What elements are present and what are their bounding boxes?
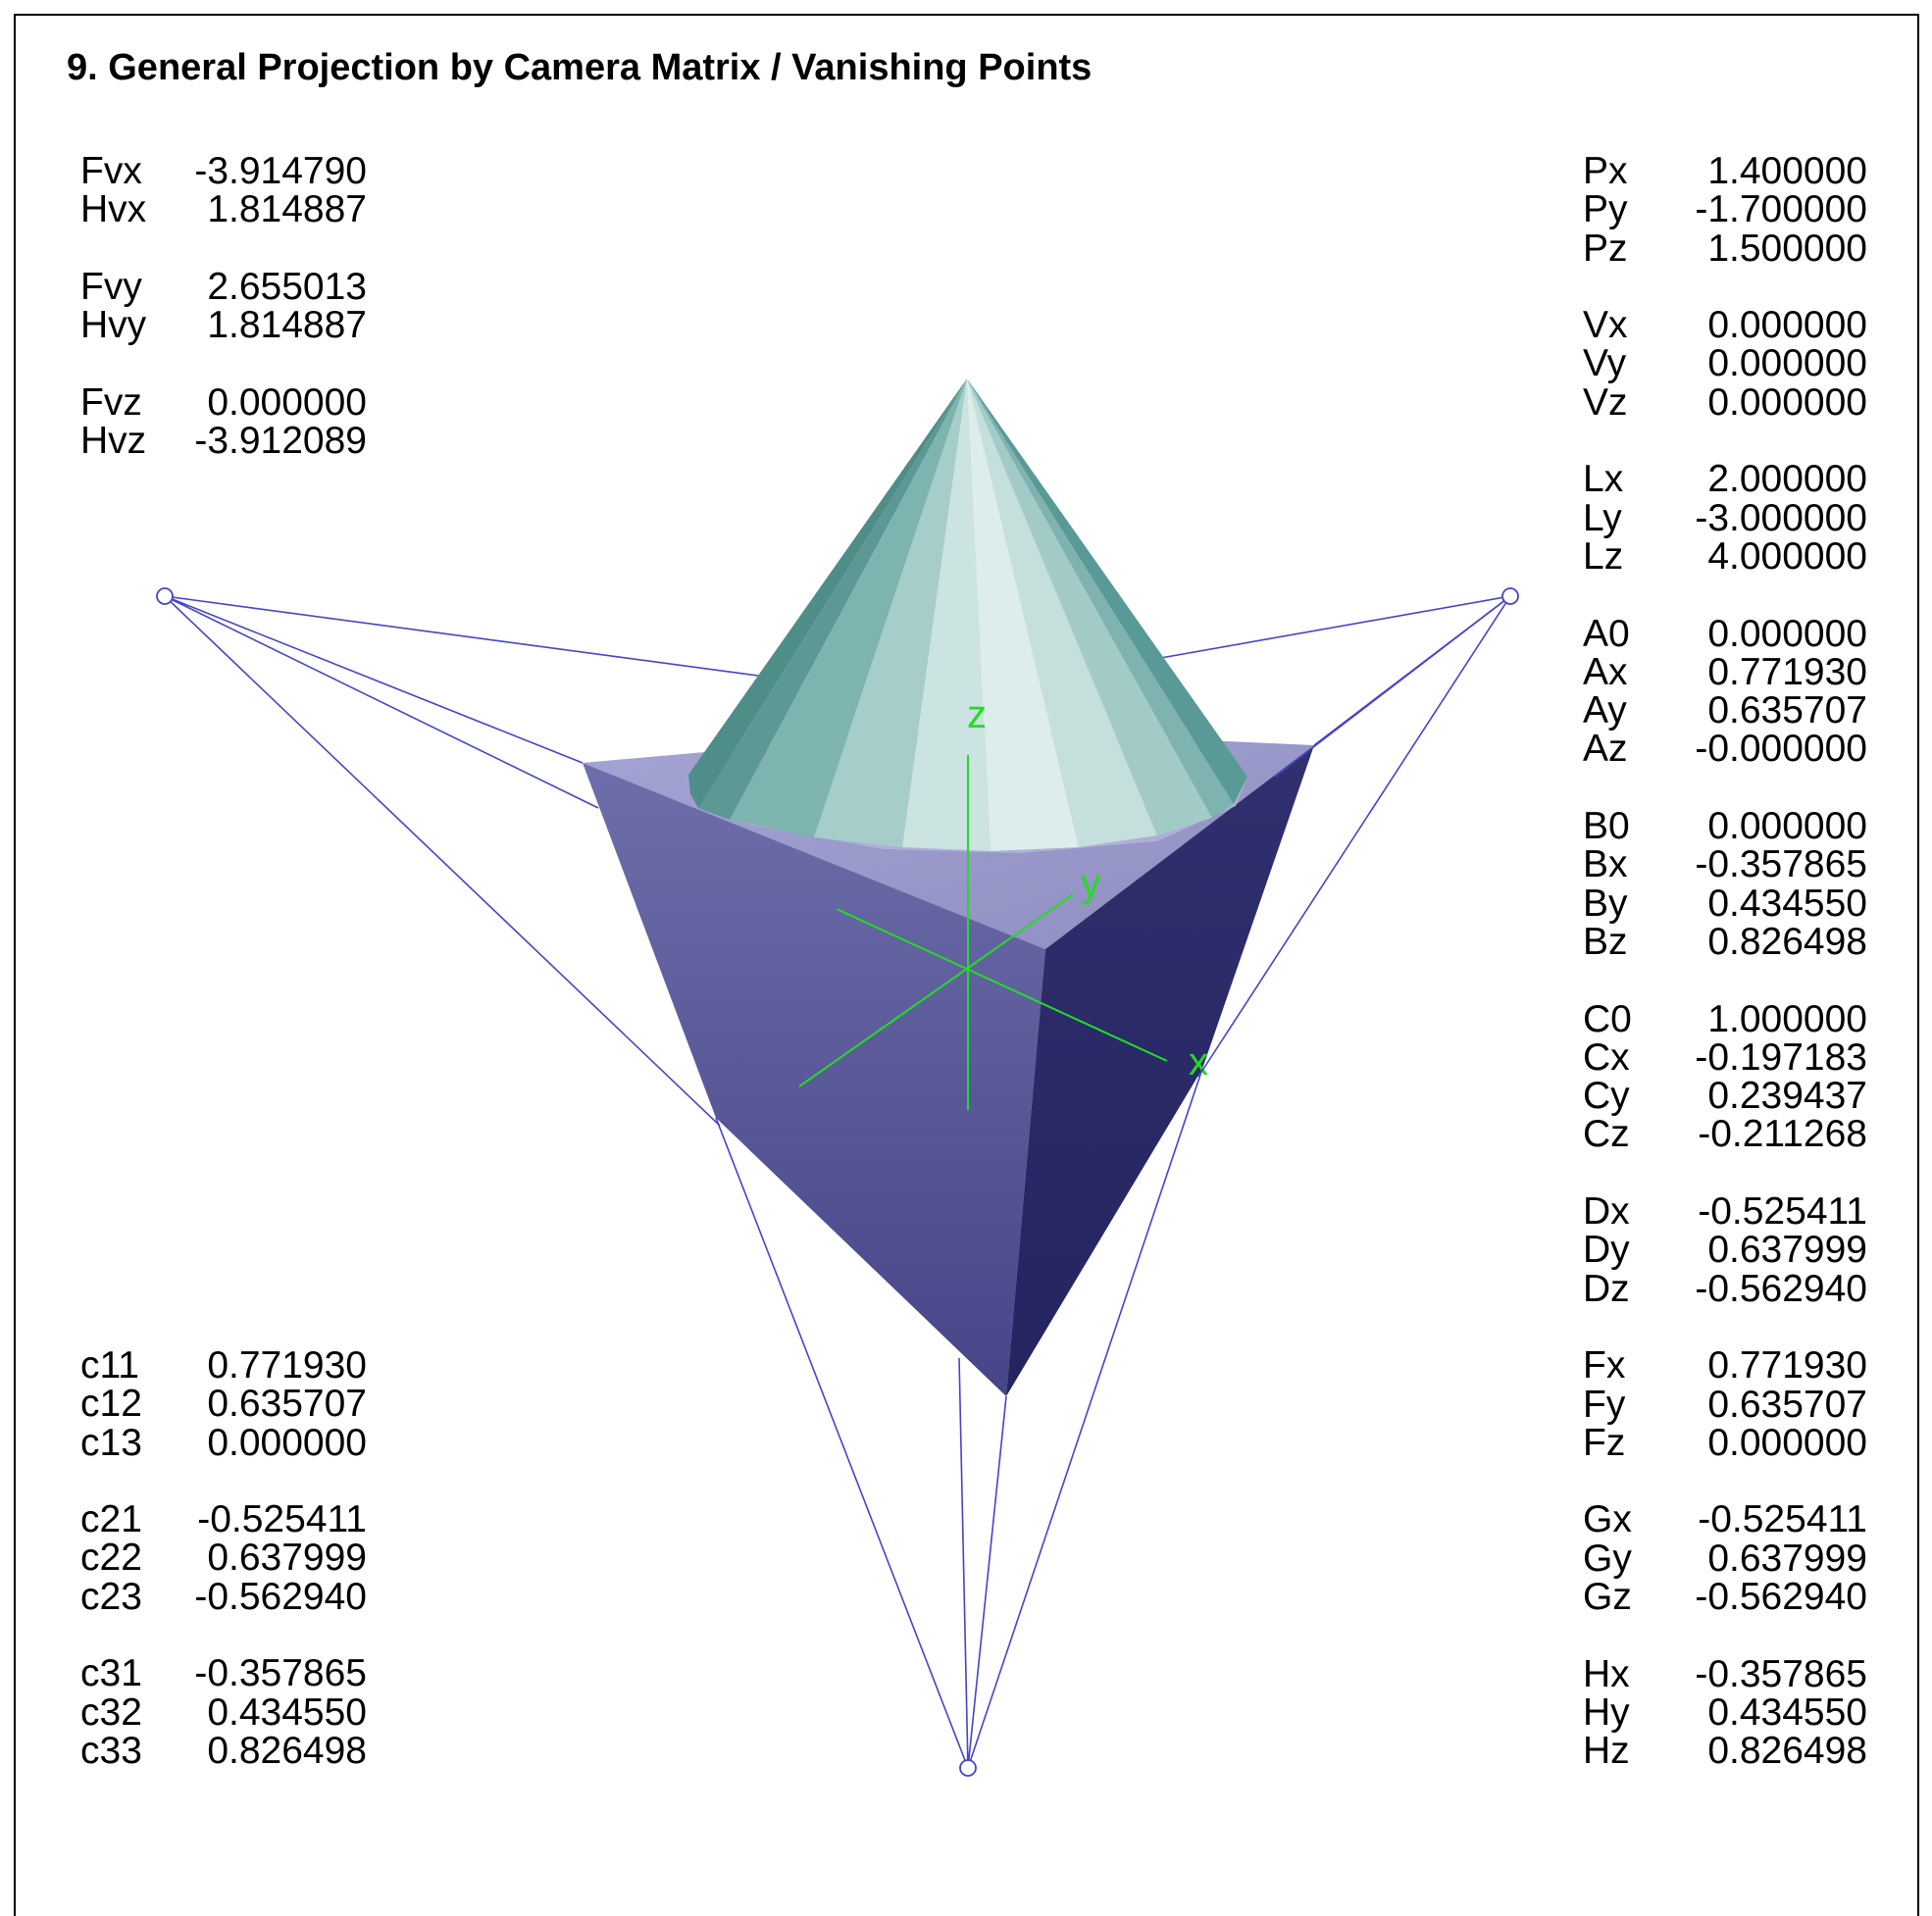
cube-left-face [583, 763, 1045, 1396]
vanishing-line [1154, 595, 1511, 660]
param-row: c23-0.562940 [80, 1575, 367, 1618]
param-row: Gz-0.562940 [1583, 1575, 1867, 1618]
vanishing-line [164, 595, 584, 764]
y-axis-line [798, 893, 1074, 1087]
x-axis-line [836, 908, 1168, 1062]
param-row: Hvz-3.912089 [80, 420, 367, 463]
vanishing-line [1197, 595, 1511, 1078]
vanishing-line [967, 1395, 1007, 1769]
vanishing-lines-front [164, 595, 1511, 1769]
vanishing-point-z [959, 1759, 977, 1777]
param-row: Ly-3.000000 [1583, 496, 1867, 539]
param-row: Bx-0.357865 [1583, 843, 1867, 886]
param-row: Cz-0.211268 [1583, 1113, 1867, 1156]
vanishing-lines-back [164, 595, 1511, 1769]
coordinate-axes [798, 755, 1168, 1110]
vanishing-line [164, 595, 599, 809]
param-row: Dx-0.525411 [1583, 1190, 1867, 1234]
param-row: c31-0.357865 [80, 1652, 367, 1695]
vanishing-point-y [1501, 587, 1519, 605]
figure-title: 9. General Projection by Camera Matrix /… [67, 47, 1093, 88]
vanishing-line [1274, 595, 1511, 778]
param-row: Cx-0.197183 [1583, 1035, 1867, 1079]
vanishing-point-x [156, 587, 174, 605]
vanishing-line [715, 1117, 969, 1769]
axis-label-z: z [967, 693, 987, 736]
param-row: Az-0.000000 [1583, 728, 1867, 771]
cone [688, 378, 1247, 853]
axis-label-y: y [1081, 862, 1100, 905]
param-row: Fvx-3.914790 [80, 150, 367, 192]
param-row: Hx-0.357865 [1583, 1652, 1867, 1695]
axis-label-x: x [1189, 1040, 1208, 1084]
cube-right-face [1006, 745, 1314, 1396]
vanishing-line [958, 1357, 969, 1769]
param-row: Py-1.700000 [1583, 188, 1867, 231]
vanishing-line [164, 595, 721, 1127]
vanishing-line [967, 1068, 1203, 1769]
figure-frame [14, 14, 1919, 1916]
vanishing-line [164, 595, 766, 678]
vanishing-points [156, 587, 1519, 1777]
param-row: Gx-0.525411 [1583, 1498, 1867, 1541]
param-row: c21-0.525411 [80, 1498, 367, 1541]
param-row: Dz-0.562940 [1583, 1267, 1867, 1310]
